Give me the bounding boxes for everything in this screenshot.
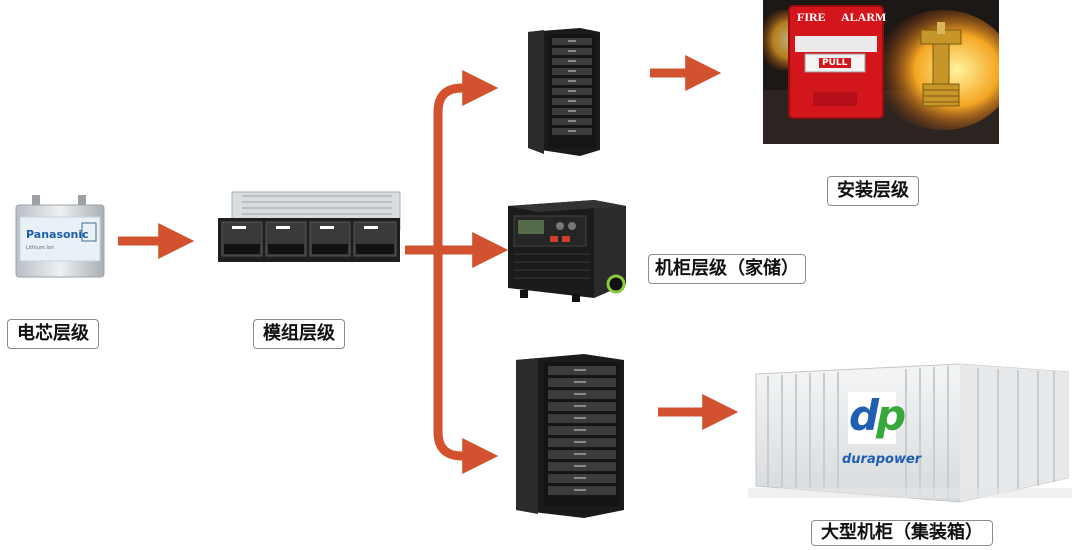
label-module-level: 模组层级: [253, 319, 345, 349]
container-image: dp durapower: [748, 360, 1072, 510]
label-install-level: 安装层级: [827, 176, 919, 206]
arrow-to-rack-top: [433, 70, 499, 250]
durapower-brand-text: durapower: [842, 452, 922, 467]
pull-label-text: PULL: [822, 58, 848, 68]
label-container-level: 大型机柜（集装箱）: [811, 520, 993, 546]
rack-cabinet-top-image: [520, 26, 604, 158]
durapower-logo-mark: dp: [849, 391, 906, 440]
alarm-label-text: ALARM: [841, 10, 887, 24]
arrow-to-rack-bottom: [433, 250, 499, 474]
rack-cabinet-bottom-image: [512, 350, 630, 522]
home-storage-unit-image: [502, 192, 630, 310]
cell-brand-text: Panasonic: [26, 228, 89, 241]
battery-cell-image: Panasonic Lithium Ion: [12, 193, 108, 281]
fire-alarm-sprinkler-image: FIRE ALARM PULL: [763, 0, 999, 144]
cell-sub-text: Lithium Ion: [26, 245, 55, 251]
label-cell-level: 电芯层级: [7, 319, 99, 349]
battery-module-image: [212, 190, 402, 270]
label-cabinet-home-level: 机柜层级（家储）: [648, 254, 806, 284]
fire-label-text: FIRE: [797, 10, 826, 24]
